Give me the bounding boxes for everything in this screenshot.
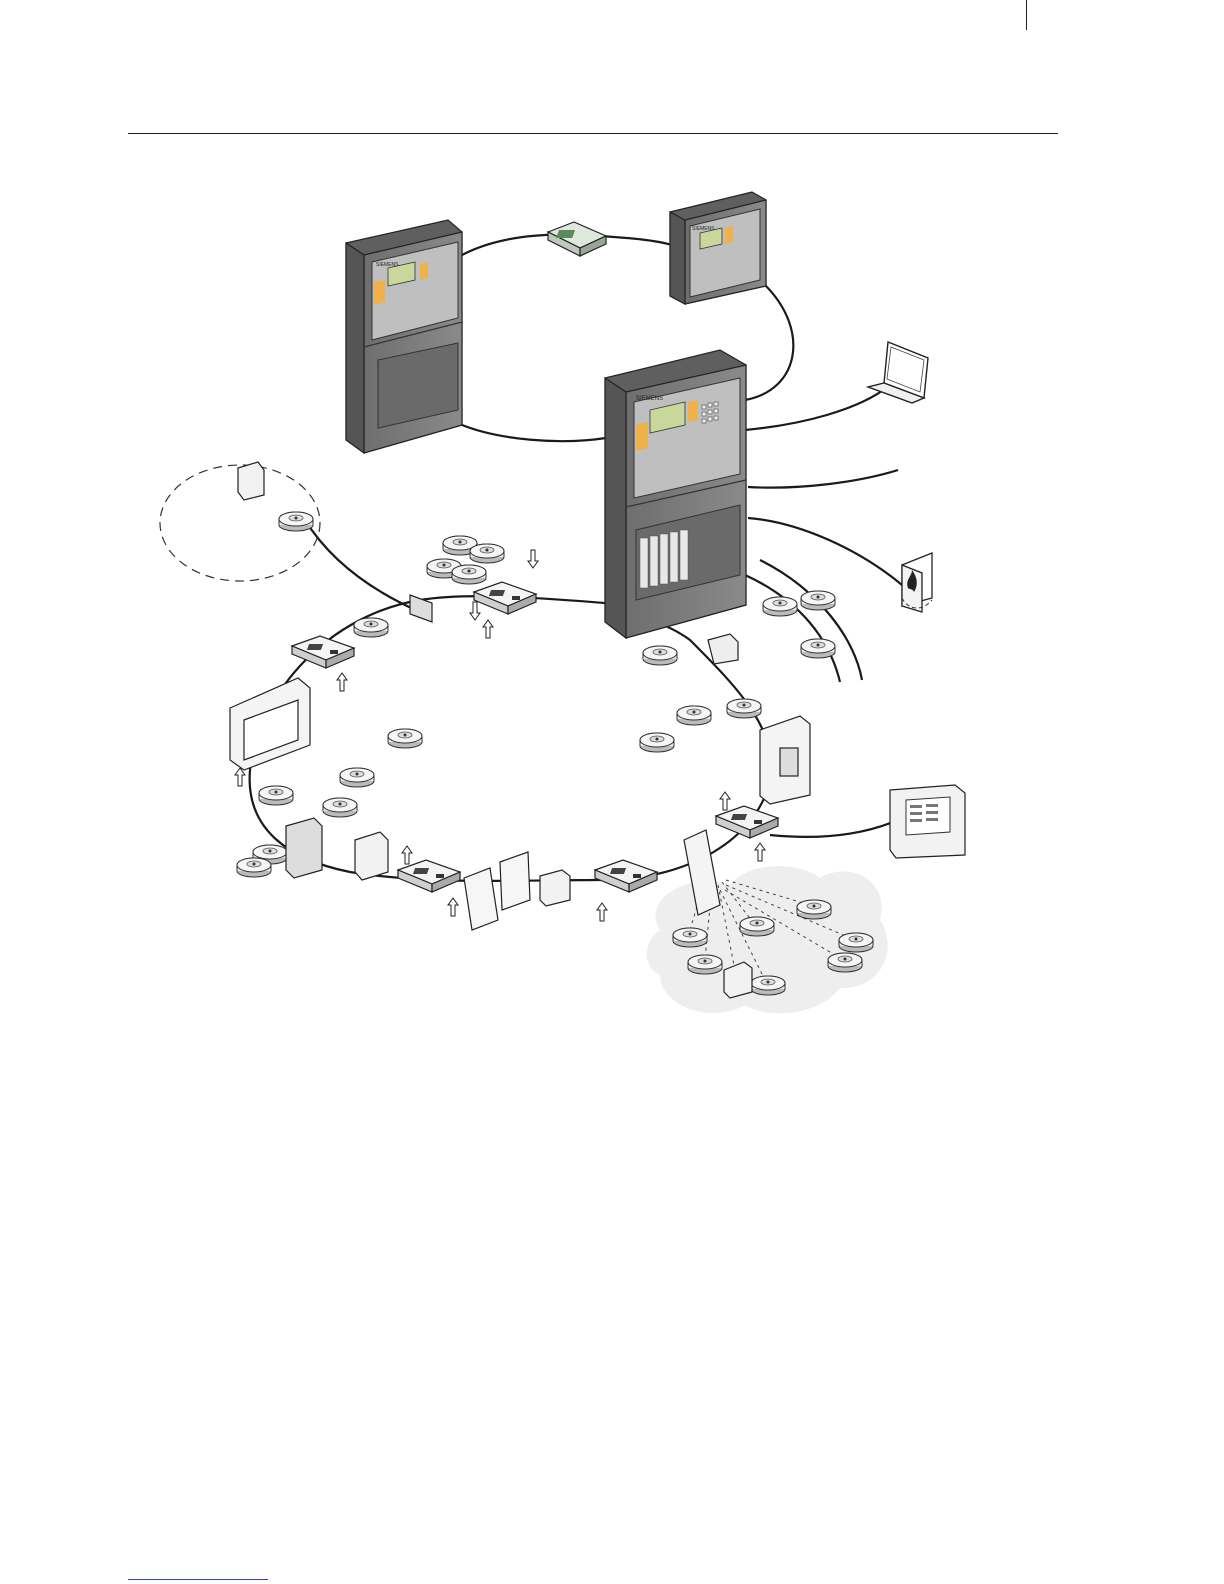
conventional-line-2	[760, 560, 862, 680]
smoke-detector-icon	[279, 512, 313, 531]
network-cable-right	[745, 285, 793, 400]
smoke-detector-icon	[727, 699, 761, 718]
external-line-1	[748, 470, 898, 488]
smoke-detector-icon	[643, 646, 677, 665]
smoke-detector-icon	[354, 618, 388, 637]
smoke-detector-icon	[470, 544, 504, 563]
fire-door-icon	[902, 553, 932, 612]
smoke-detector-icon	[801, 639, 835, 658]
smoke-detector-icon	[839, 933, 873, 952]
smoke-detector-icon	[751, 976, 785, 995]
conventional-line-1	[745, 575, 840, 682]
loop-module-icon	[595, 860, 657, 892]
fire-control-panel-main: SIEMENS	[605, 350, 746, 638]
fire-door-cable	[748, 518, 902, 585]
smoke-detector-icon	[688, 955, 722, 974]
smoke-detector-icon	[388, 729, 422, 748]
smoke-detector-icon	[452, 565, 486, 584]
fire-control-panel-left: SIEMENS	[346, 220, 462, 453]
footer-rule	[128, 1579, 268, 1580]
smoke-detector-icon	[801, 591, 835, 610]
smoke-detector-icon	[677, 706, 711, 725]
remote-display-cable	[770, 822, 893, 837]
network-module	[548, 222, 606, 256]
brand-label-left: SIEMENS	[376, 262, 399, 268]
network-cable-bottom	[462, 425, 606, 441]
remote-display-icon	[890, 785, 965, 858]
smoke-detector-icon	[237, 858, 271, 877]
smoke-detector-icon	[259, 786, 293, 805]
fire-control-panel-right: SIEMENS	[670, 192, 766, 304]
loop-module-icon	[716, 806, 778, 838]
smoke-detector-icon	[740, 917, 774, 936]
stub-cable-left	[305, 520, 420, 612]
loop-module-icon	[474, 582, 536, 614]
loop-module-icon	[398, 860, 460, 892]
manual-call-point-icon	[355, 832, 388, 880]
manual-call-point-icon	[540, 870, 570, 906]
brand-label-right: SIEMENS	[692, 226, 715, 232]
smoke-detector-icon	[323, 798, 357, 817]
smoke-detector-icon	[828, 953, 862, 972]
smoke-detector-icon	[797, 900, 831, 919]
smoke-detector-icon	[673, 928, 707, 947]
smoke-detector-icon	[640, 733, 674, 752]
smoke-detector-icon	[340, 768, 374, 787]
smoke-detector-icon	[763, 597, 797, 616]
brand-label-main: SIEMENS	[636, 396, 663, 402]
